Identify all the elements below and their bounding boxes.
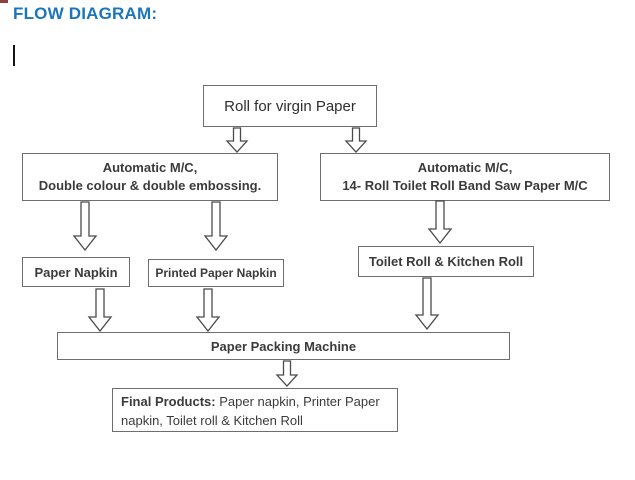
final-products-label: Final Products:: [121, 394, 216, 409]
node-label: Paper Packing Machine: [210, 338, 357, 354]
text-cursor: [13, 45, 15, 66]
node-paper-packing-machine: Paper Packing Machine: [57, 332, 510, 360]
node-label: Toilet Roll & Kitchen Roll: [368, 254, 524, 269]
node-automatic-bandsaw-machine: Automatic M/C, 14- Roll Toilet Roll Band…: [320, 153, 610, 201]
arrow-down-icon: [87, 288, 113, 332]
node-automatic-embossing-machine: Automatic M/C, Double colour & double em…: [22, 153, 278, 201]
final-products-list: Paper napkin, Printer Paper napkin, Toil…: [121, 394, 380, 428]
arrow-down-icon: [195, 288, 221, 332]
scan-artifact: [0, 0, 8, 3]
node-toilet-kitchen-roll: Toilet Roll & Kitchen Roll: [358, 246, 534, 277]
arrow-down-icon: [274, 360, 300, 387]
node-label-line1: Automatic M/C,: [102, 160, 198, 175]
page-title: FLOW DIAGRAM:: [13, 4, 158, 23]
arrow-down-icon: [72, 201, 98, 251]
node-label-line2: Double colour & double embossing.: [38, 178, 262, 193]
node-label-line2: 14- Roll Toilet Roll Band Saw Paper M/C: [342, 178, 588, 193]
arrow-down-icon: [224, 127, 250, 153]
arrow-down-icon: [427, 200, 453, 244]
node-printed-paper-napkin: Printed Paper Napkin: [148, 259, 284, 287]
arrow-down-icon: [414, 277, 440, 330]
node-final-products: Final Products: Paper napkin, Printer Pa…: [112, 388, 398, 432]
node-label: Printed Paper Napkin: [155, 266, 277, 280]
node-label-line1: Automatic M/C,: [417, 160, 513, 175]
node-label: Roll for virgin Paper: [224, 97, 356, 115]
node-roll-for-virgin-paper: Roll for virgin Paper: [203, 85, 377, 127]
arrow-down-icon: [203, 201, 229, 251]
node-label: Paper Napkin: [34, 264, 118, 280]
arrow-down-icon: [343, 127, 369, 153]
node-paper-napkin: Paper Napkin: [22, 257, 130, 287]
